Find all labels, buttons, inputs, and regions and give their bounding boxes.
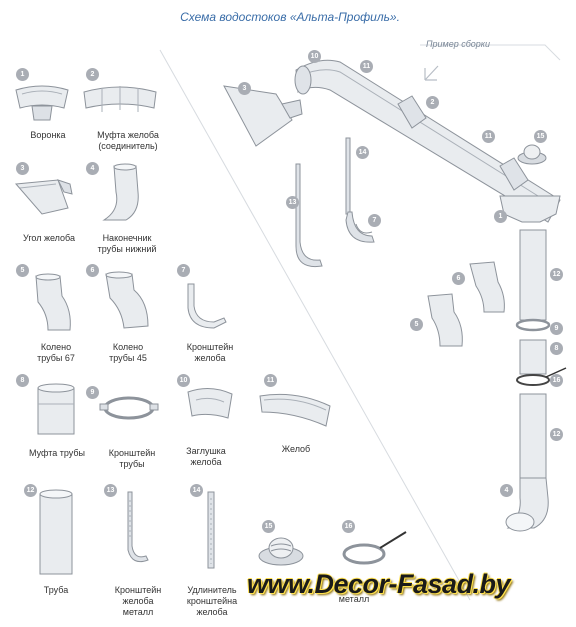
brand-watermark: www.Decor-Fasad.by bbox=[247, 569, 511, 599]
pipe-bracket-icon bbox=[99, 396, 159, 420]
badge-3: 3 bbox=[16, 162, 29, 175]
pipe-coupling-icon bbox=[37, 383, 75, 435]
gutter-bracket-icon bbox=[187, 283, 227, 329]
badge-11: 11 bbox=[264, 374, 277, 387]
funnel-icon bbox=[15, 85, 69, 121]
metal-pipe-clamp-icon bbox=[342, 531, 407, 565]
badge-2: 2 bbox=[86, 68, 99, 81]
assembly-badge-3: 3 bbox=[238, 82, 251, 95]
assembly-badge-13: 13 bbox=[286, 196, 299, 209]
metal-bracket-icon bbox=[127, 491, 149, 563]
gutter-corner-icon bbox=[14, 179, 73, 215]
assembly-badge-9: 9 bbox=[550, 322, 563, 335]
badge-10: 10 bbox=[177, 374, 190, 387]
badge-9: 9 bbox=[86, 386, 99, 399]
assembly-badge-10: 10 bbox=[308, 50, 321, 63]
elbow-67-icon bbox=[35, 273, 71, 331]
badge-4: 4 bbox=[86, 162, 99, 175]
assembly-badge-12b: 12 bbox=[550, 428, 563, 441]
diagram-title: Схема водостоков «Альта-Профиль». bbox=[180, 10, 400, 24]
assembly-badge-15: 15 bbox=[534, 130, 547, 143]
assembly-example-label: Пример сборки bbox=[426, 39, 491, 49]
badge-14: 14 bbox=[190, 484, 203, 497]
pipe-end-icon bbox=[102, 163, 139, 221]
caption-11: Желоб bbox=[281, 444, 311, 454]
assembly-badge-7: 7 bbox=[368, 214, 381, 227]
caption-2: Муфта желоба(соединитель) bbox=[97, 130, 159, 151]
caption-1: Воронка bbox=[30, 130, 66, 140]
assembly-badge-4: 4 bbox=[500, 484, 513, 497]
badge-13: 13 bbox=[104, 484, 117, 497]
assembly-badge-14: 14 bbox=[356, 146, 369, 159]
gutter-coupling-icon bbox=[83, 86, 157, 112]
badge-8: 8 bbox=[16, 374, 29, 387]
caption-8: Муфта трубы bbox=[29, 448, 85, 458]
assembly-badge-16: 16 bbox=[550, 374, 563, 387]
badge-12: 12 bbox=[24, 484, 37, 497]
elbow-45-icon bbox=[105, 271, 149, 329]
assembly-badge-1: 1 bbox=[494, 210, 507, 223]
assembly-badge-8: 8 bbox=[550, 342, 563, 355]
badge-15: 15 bbox=[262, 520, 275, 533]
assembly-badge-6: 6 bbox=[452, 272, 465, 285]
assembly-badge-2: 2 bbox=[426, 96, 439, 109]
pipe-icon bbox=[39, 489, 73, 575]
assembly-badge-11: 11 bbox=[360, 60, 373, 73]
assembly-badge-5: 5 bbox=[410, 318, 423, 331]
badge-7: 7 bbox=[177, 264, 190, 277]
badge-5: 5 bbox=[16, 264, 29, 277]
assembly-badge-12: 12 bbox=[550, 268, 563, 281]
gutter-icon bbox=[259, 393, 331, 427]
caption-12: Труба bbox=[43, 585, 69, 595]
bracket-extender-icon bbox=[207, 491, 215, 569]
badge-1: 1 bbox=[16, 68, 29, 81]
caption-16: металл bbox=[338, 594, 370, 604]
assembly-badge-11b: 11 bbox=[482, 130, 495, 143]
badge-6: 6 bbox=[86, 264, 99, 277]
gutter-cap-icon bbox=[187, 388, 233, 419]
caption-3: Угол желоба bbox=[23, 233, 75, 243]
badge-16: 16 bbox=[342, 520, 355, 533]
grate-icon bbox=[258, 537, 304, 566]
